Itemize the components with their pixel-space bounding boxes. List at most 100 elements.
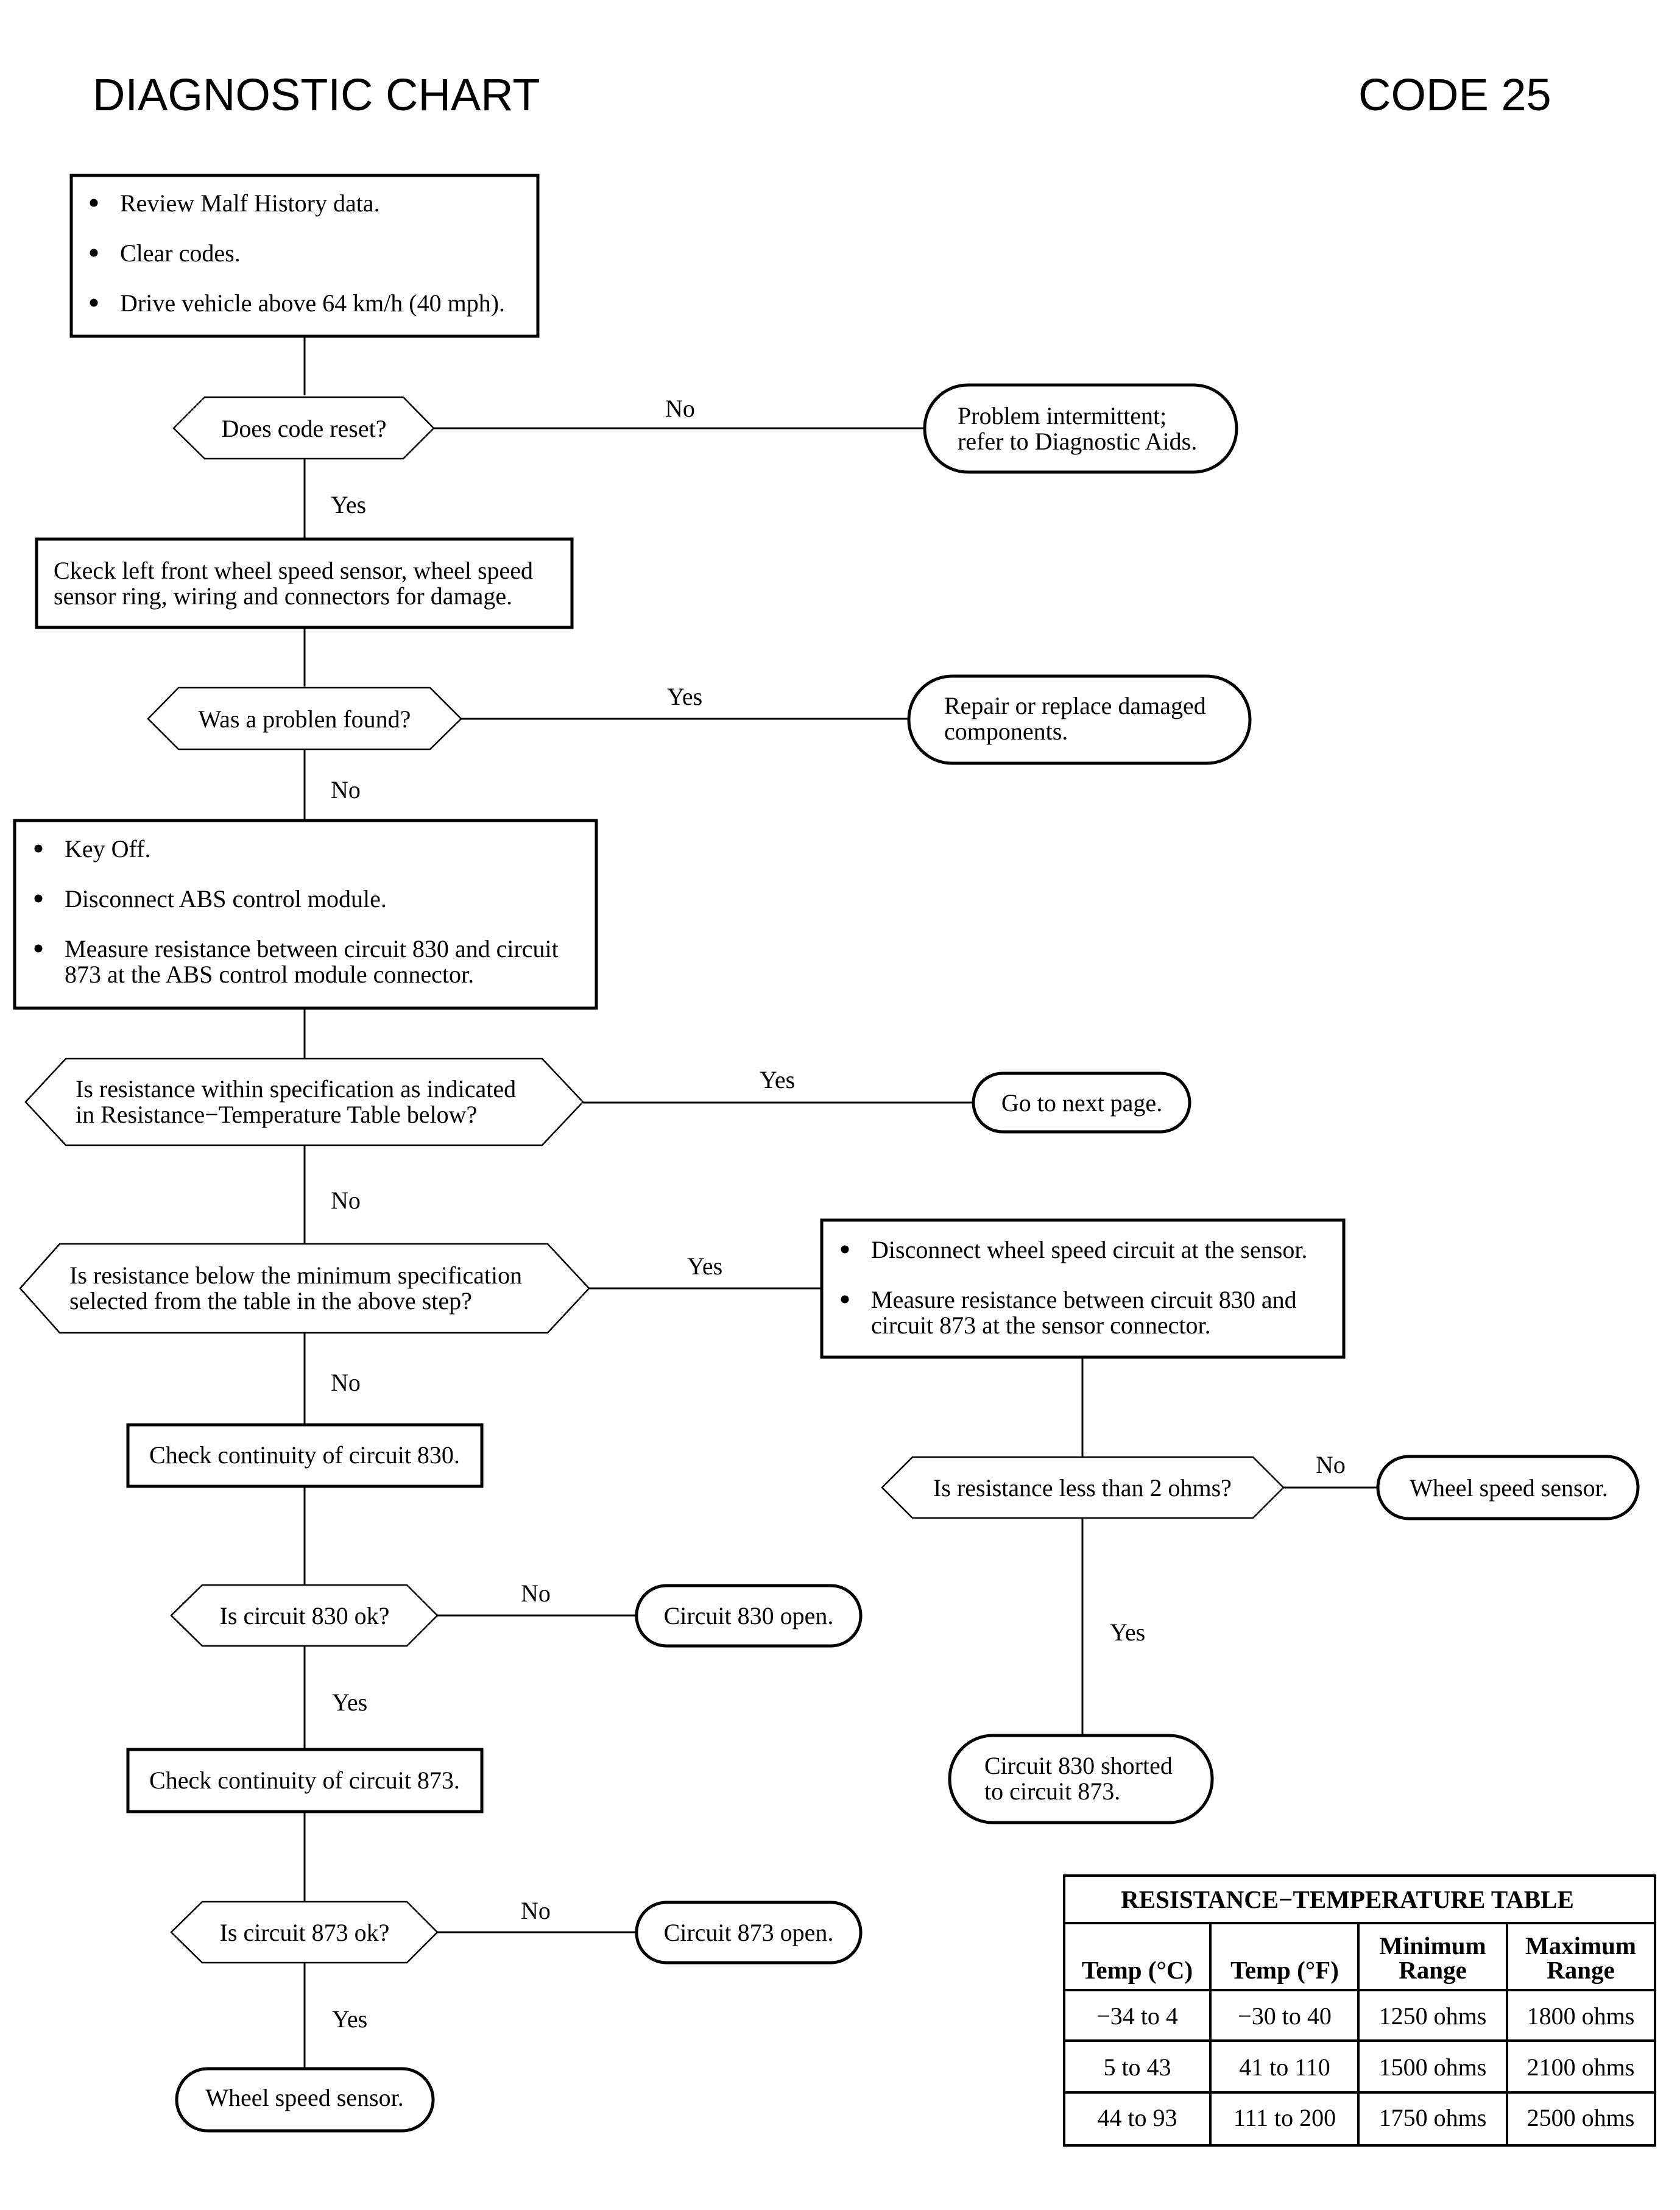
check-830-step-box — [126, 1423, 484, 1488]
table-cell: 1750 ohms — [1379, 2104, 1487, 2131]
decision-text: Was a problen found? — [199, 705, 411, 733]
step-text: Key Off. — [65, 835, 150, 863]
start-step-box — [69, 174, 540, 338]
decision-text: Is circuit 830 ok? — [220, 1602, 390, 1629]
less2-yes-label: Yes — [1110, 1619, 1145, 1646]
spec-yes-label: Yes — [760, 1066, 795, 1093]
step-text: Clear codes. — [120, 239, 241, 267]
result-text: Go to next page. — [1001, 1089, 1162, 1117]
result-text: Circuit 830 open. — [664, 1602, 834, 1629]
table-header-temp-f: Temp (°F) — [1230, 1956, 1339, 1984]
step-text: Disconnect ABS control module. — [65, 885, 387, 913]
step-text: sensor ring, wiring and connectors for d… — [54, 582, 512, 610]
result-text: Circuit 830 shorted — [984, 1752, 1173, 1779]
bullet — [90, 298, 98, 307]
result-repair — [907, 674, 1252, 765]
step-text: Review Malf History data. — [120, 189, 380, 217]
step-text: Measure resistance between circuit 830 a… — [871, 1286, 1297, 1313]
decision-text: selected from the table in the above ste… — [69, 1287, 472, 1315]
table-title: RESISTANCE−TEMPERATURE TABLE — [1121, 1885, 1574, 1913]
table-header-temp-c: Temp (°C) — [1082, 1956, 1193, 1984]
result-circuit-873-open — [635, 1901, 863, 1965]
result-circuit-830-open — [635, 1584, 863, 1648]
chart-title: DIAGNOSTIC CHART — [93, 69, 540, 120]
decision-circuit-873-ok — [170, 1901, 439, 1964]
table-header-minimum: Minimum — [1379, 1932, 1486, 1960]
table-cell: 1500 ohms — [1379, 2053, 1487, 2081]
table-header-maximum: Range — [1547, 1956, 1615, 1984]
decision-text: Does code reset? — [222, 415, 387, 442]
table-cell: −30 to 40 — [1238, 2002, 1332, 2030]
resistance-temperature-table: RESISTANCE−TEMPERATURE TABLE Temp (°C) T… — [1063, 1874, 1656, 2147]
table-cell: 5 to 43 — [1103, 2053, 1171, 2081]
less2-no-label: No — [1316, 1451, 1346, 1478]
spec-no-label: No — [331, 1187, 361, 1214]
table-cell: 111 to 200 — [1234, 2104, 1336, 2131]
result-circuit-shorted — [948, 1734, 1214, 1824]
problem-no-label: No — [331, 776, 361, 803]
decision-text: Is resistance within specification as in… — [76, 1075, 516, 1103]
result-next-page — [972, 1071, 1191, 1134]
result-text: Repair or replace damaged — [944, 692, 1206, 719]
bullet — [90, 249, 98, 257]
table-cell: 1250 ohms — [1379, 2002, 1487, 2030]
result-text: Circuit 873 open. — [664, 1919, 834, 1946]
decision-text: in Resistance−Temperature Table below? — [76, 1101, 477, 1128]
result-wheel-speed-sensor-right — [1376, 1455, 1640, 1520]
c830-yes-label: Yes — [332, 1689, 367, 1716]
bullet — [34, 944, 43, 953]
bullet — [841, 1245, 849, 1254]
result-text: Wheel speed sensor. — [1410, 1474, 1608, 1502]
result-intermittent — [923, 383, 1238, 474]
decision-problem-found — [147, 687, 462, 750]
bullet — [34, 844, 43, 853]
result-text: to circuit 873. — [984, 1778, 1120, 1805]
decision-text: Is resistance below the minimum specific… — [69, 1262, 522, 1289]
table-cell: 2100 ohms — [1527, 2053, 1635, 2081]
table-cell: 41 to 110 — [1239, 2053, 1330, 2081]
decision-circuit-830-ok — [170, 1584, 439, 1647]
step-text: Check continuity of circuit 830. — [149, 1441, 460, 1469]
decision-less-than-2-ohms — [881, 1456, 1285, 1519]
step-text: Ckeck left front wheel speed sensor, whe… — [54, 557, 533, 584]
reset-yes-label: Yes — [331, 491, 366, 518]
decision-text: Is circuit 873 ok? — [220, 1919, 390, 1946]
disconnect-step-box — [820, 1218, 1346, 1359]
check-sensor-step-box — [35, 537, 574, 629]
decision-within-spec — [24, 1057, 584, 1146]
step-text: circuit 873 at the sensor connector. — [871, 1312, 1211, 1339]
table-cell: 44 to 93 — [1097, 2104, 1177, 2131]
table-cell: −34 to 4 — [1096, 2002, 1178, 2030]
code-number: CODE 25 — [1358, 69, 1551, 120]
key-off-step-box — [13, 819, 598, 1010]
below-no-label: No — [331, 1369, 361, 1396]
connector-lines — [303, 336, 1378, 2069]
bullet — [90, 199, 98, 207]
table-cell: 1800 ohms — [1527, 2002, 1635, 2030]
result-text: Wheel speed sensor. — [205, 2084, 403, 2111]
result-text: Problem intermittent; — [958, 402, 1166, 429]
check-873-step-box — [126, 1748, 484, 1813]
step-text: Disconnect wheel speed circuit at the se… — [871, 1236, 1307, 1263]
decision-below-minimum — [19, 1243, 590, 1334]
bullet — [841, 1295, 849, 1304]
c830-no-label: No — [521, 1580, 551, 1607]
decision-code-reset — [172, 396, 435, 460]
table-cell: 2500 ohms — [1527, 2104, 1635, 2131]
table-header-minimum: Range — [1399, 1956, 1467, 1984]
step-text: 873 at the ABS control module connector. — [65, 961, 474, 988]
step-text: Check continuity of circuit 873. — [149, 1767, 460, 1794]
result-wheel-speed-sensor-bottom — [175, 2067, 435, 2133]
below-yes-label: Yes — [687, 1252, 722, 1280]
table-header-maximum: Maximum — [1525, 1932, 1636, 1960]
step-text: Drive vehicle above 64 km/h (40 mph). — [120, 289, 505, 317]
step-text: Measure resistance between circuit 830 a… — [65, 935, 559, 962]
reset-no-label: No — [665, 395, 695, 422]
result-text: components. — [944, 718, 1068, 745]
problem-yes-label: Yes — [667, 683, 702, 710]
result-text: refer to Diagnostic Aids. — [958, 428, 1197, 455]
c873-yes-label: Yes — [332, 2005, 367, 2033]
c873-no-label: No — [521, 1897, 551, 1924]
bullet — [34, 894, 43, 903]
